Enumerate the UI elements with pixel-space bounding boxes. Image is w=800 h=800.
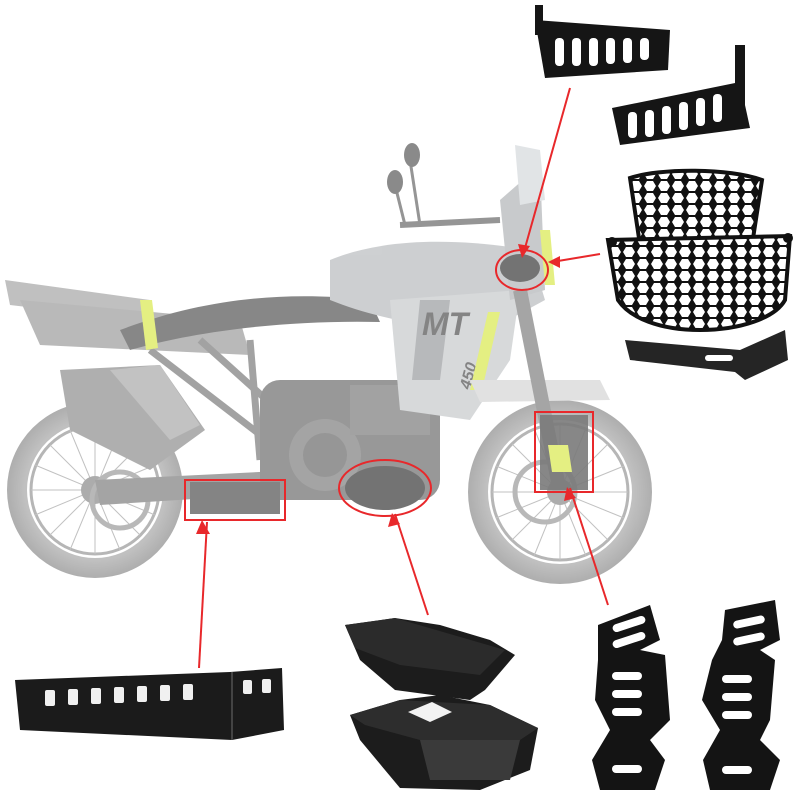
- slotted-plate-icon: [15, 668, 284, 740]
- headlight-grille-guard: [605, 168, 793, 333]
- motorcycle: MT 450: [5, 143, 652, 584]
- skid-plate-icon: [345, 618, 515, 700]
- callout-exhaust-box: [184, 479, 286, 521]
- headlight-grille-bracket: [625, 330, 788, 380]
- seat: [120, 296, 380, 350]
- slotted-bracket-icon: [535, 5, 670, 78]
- callout-arrowheads: [196, 244, 576, 534]
- fork-guard-covers: [592, 600, 780, 790]
- skid-plate-icon-lower: [350, 695, 538, 790]
- slotted-bracket-icon-mirrored: [612, 45, 750, 145]
- honeycomb-grille-icon: [627, 168, 765, 247]
- callout-fork-box: [534, 411, 594, 493]
- fork-guard-icon-mirrored: [702, 600, 780, 790]
- exhaust-heat-shield: [15, 668, 284, 740]
- bracket-icon: [625, 330, 788, 380]
- tank-logo: MT: [422, 306, 471, 342]
- callout-engine-ring: [338, 459, 432, 517]
- engine-case-covers: [345, 618, 538, 790]
- radiator-side-guards: [535, 5, 750, 145]
- fork-guard-icon: [592, 605, 670, 790]
